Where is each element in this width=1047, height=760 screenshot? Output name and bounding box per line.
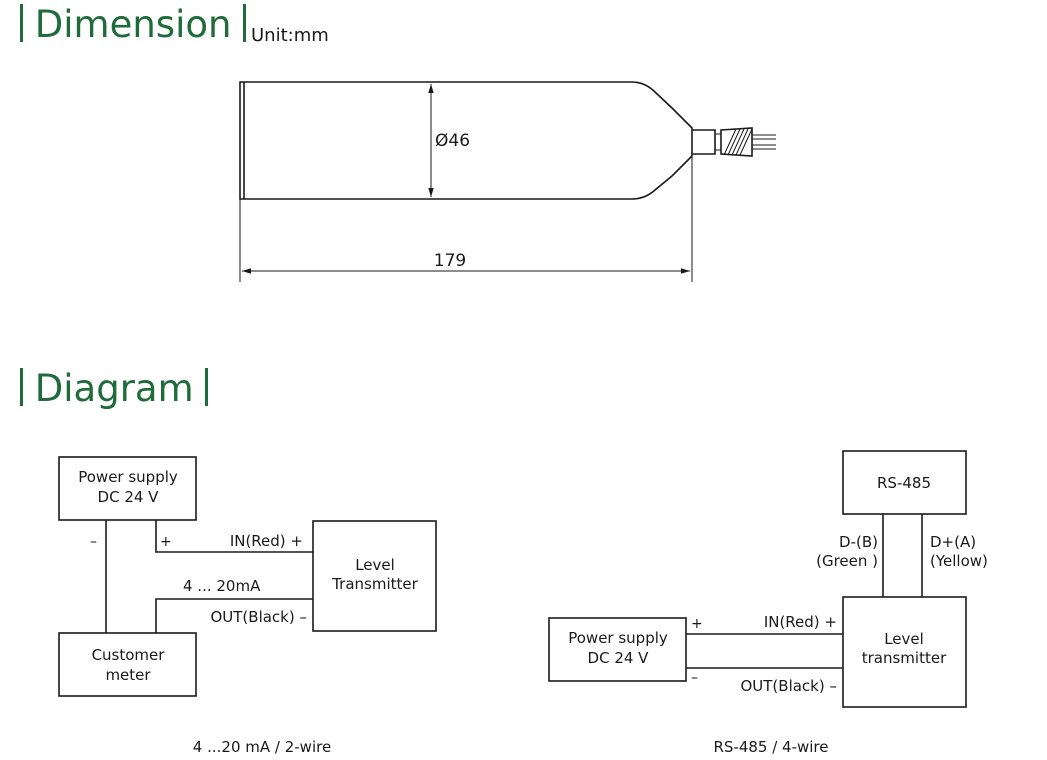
- length-label: 179: [434, 251, 466, 271]
- out-black-label: OUT(Black) –: [210, 608, 307, 626]
- power-supply-box-2: [548, 617, 687, 682]
- in-red-label: IN(Red) +: [764, 613, 837, 631]
- rs485-box: [842, 450, 967, 515]
- sensor-drawing: Ø46 179: [239, 81, 776, 282]
- power-supply-box: [58, 456, 197, 521]
- title-bar-right: [243, 4, 247, 42]
- level-transmitter-label: Level: [355, 556, 395, 574]
- level-transmitter-label: Level: [884, 630, 924, 648]
- title-bar-left: [20, 4, 23, 42]
- two-wire-diagram: Power supply DC 24 V Level Transmitter C…: [58, 456, 437, 756]
- cable-sheath: [720, 127, 753, 157]
- cable-gland: [692, 129, 716, 155]
- d-plus-color: (Yellow): [930, 552, 988, 570]
- plus-sign: +: [691, 616, 703, 632]
- level-transmitter-box: [312, 520, 437, 632]
- four-wire-diagram: RS-485 Level transmitter Power supply DC…: [548, 450, 988, 756]
- out-black-label: OUT(Black) –: [740, 677, 837, 695]
- rs485-label: RS-485: [877, 474, 931, 492]
- four-wire-caption: RS-485 / 4-wire: [713, 738, 828, 756]
- d-minus-color: (Green ): [816, 552, 878, 570]
- customer-meter-label: Customer: [92, 646, 166, 664]
- d-minus-label: D-(B): [839, 533, 878, 551]
- d-plus-label: D+(A): [930, 533, 976, 551]
- diagram-title-text: Diagram: [34, 367, 194, 410]
- power-supply-voltage: DC 24 V: [98, 488, 160, 506]
- current-label: 4 ... 20mA: [183, 577, 261, 595]
- in-wire: [155, 520, 313, 553]
- customer-meter-box: [58, 632, 197, 697]
- power-supply-voltage: DC 24 V: [588, 649, 650, 667]
- wire-leads: [752, 134, 776, 150]
- minus-sign: –: [691, 670, 698, 686]
- unit-label: Unit:mm: [251, 25, 329, 46]
- title-bar-left: [20, 368, 23, 406]
- diagram-title: Diagram: [20, 367, 209, 410]
- plus-sign: +: [160, 534, 172, 550]
- in-red-label: IN(Red) +: [230, 532, 303, 550]
- level-transmitter-box-2: [842, 596, 967, 708]
- minus-sign: –: [90, 534, 97, 550]
- dimension-title: Dimension: [20, 3, 247, 46]
- dimension-title-text: Dimension: [34, 3, 232, 46]
- power-supply-label: Power supply: [78, 468, 178, 486]
- out-wire: [155, 598, 313, 633]
- cable-stripes: [723, 128, 753, 156]
- customer-meter-label-2: meter: [105, 666, 151, 684]
- diameter-label: Ø46: [435, 131, 470, 151]
- power-supply-label: Power supply: [568, 629, 668, 647]
- title-bar-right: [205, 368, 209, 406]
- two-wire-caption: 4 ...20 mA / 2-wire: [193, 738, 331, 756]
- level-transmitter-label-2: Transmitter: [331, 575, 418, 593]
- level-transmitter-label-2: transmitter: [862, 649, 947, 667]
